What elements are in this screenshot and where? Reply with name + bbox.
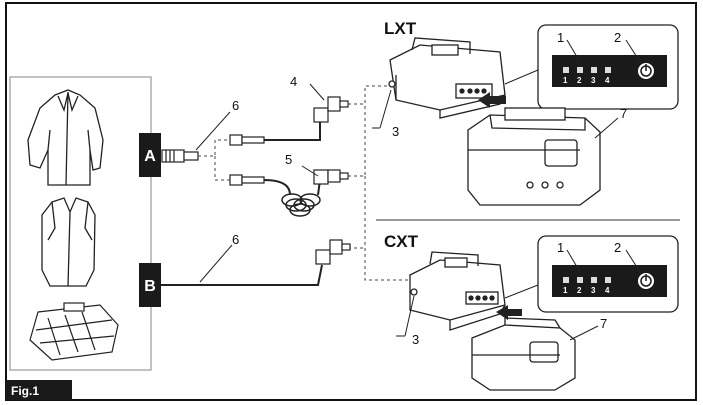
figure-caption: Fig.1: [11, 384, 39, 398]
lxt-led-label-2: 2: [577, 76, 582, 85]
cxt-led-label-1: 1: [563, 286, 568, 295]
connection-b-label: B: [144, 278, 156, 295]
lxt-heading: LXT: [384, 19, 417, 38]
cxt-led-label-3: 3: [591, 286, 596, 295]
figure-caption-box: [6, 380, 72, 400]
vest-icon: [41, 197, 96, 287]
lxt-battery-icon: [467, 107, 601, 206]
cxt-adapter-icon: [409, 251, 506, 331]
lxt-led-label-3: 3: [591, 76, 596, 85]
callout-5: 5: [285, 152, 292, 167]
power-button-icon: [636, 61, 656, 81]
cable-5: [229, 169, 349, 217]
cxt-led-label-4: 4: [605, 286, 610, 295]
callout-1-bottom: 1: [557, 240, 564, 255]
cxt-battery-icon: [471, 317, 576, 391]
lxt-led-label-1: 1: [563, 76, 568, 85]
power-button-icon-cxt: [636, 271, 656, 291]
callout-3-bottom: 3: [412, 332, 419, 347]
callout-2-bottom: 2: [614, 240, 621, 255]
lxt-led-indicators: [563, 67, 611, 73]
cable-plug-icon: [161, 149, 199, 163]
callout-7-bottom: 7: [600, 316, 607, 331]
callout-2-top: 2: [614, 30, 621, 45]
insert-arrow-cxt: [496, 305, 522, 320]
connection-a-label: A: [144, 148, 156, 165]
lxt-led-label-4: 4: [605, 76, 610, 85]
jacket-icon: [27, 89, 104, 186]
insert-arrow-lxt: [478, 92, 506, 108]
garments-panel: [9, 76, 152, 371]
dashed-routes: [348, 85, 408, 281]
figure-frame: [5, 2, 697, 401]
cxt-led-label-2: 2: [577, 286, 582, 295]
callout-4: 4: [290, 74, 297, 89]
callout-3-top: 3: [392, 124, 399, 139]
cxt-led-indicators: [563, 277, 611, 283]
connection-a-tab: [139, 133, 161, 177]
blanket-icon: [29, 302, 119, 361]
callout-6-top: 6: [232, 98, 239, 113]
cable-b: [161, 264, 323, 286]
callout-6-bottom: 6: [232, 232, 239, 247]
cxt-heading: CXT: [384, 232, 419, 251]
cable-4: [229, 96, 349, 146]
callout-1-top: 1: [557, 30, 564, 45]
connection-b-tab: [139, 263, 161, 307]
callout-7-top: 7: [620, 106, 627, 121]
dashed-connection-a: [198, 139, 230, 181]
